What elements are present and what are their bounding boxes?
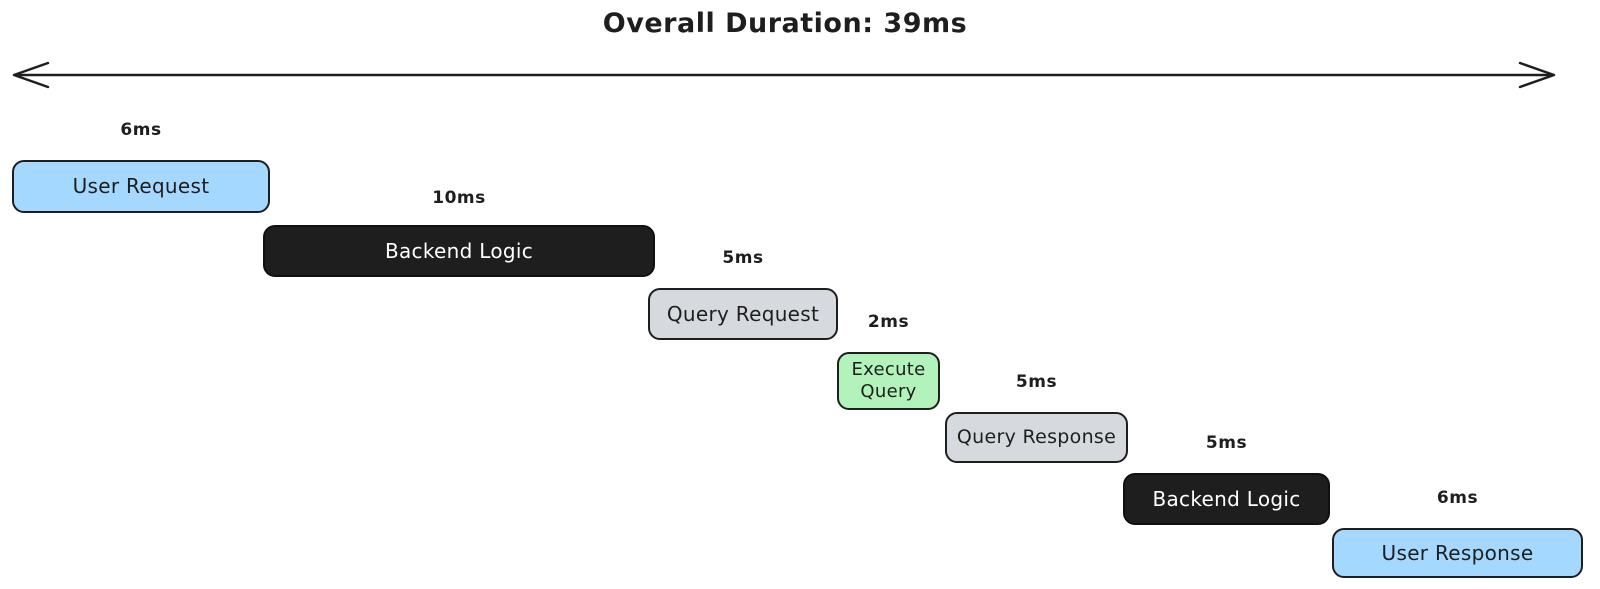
step-label-query-request: Query Request bbox=[666, 301, 820, 326]
duration-label-execute-query: 2ms bbox=[867, 312, 910, 332]
duration-label-user-request: 6ms bbox=[120, 120, 162, 140]
duration-label-backend-logic-2: 5ms bbox=[1205, 433, 1248, 453]
diagram-title: Overall Duration: 39ms bbox=[602, 8, 968, 39]
step-label-backend-logic-1: Backend Logic bbox=[384, 238, 534, 263]
duration-label-user-response: 6ms bbox=[1436, 488, 1479, 508]
duration-label-backend-logic-1: 10ms bbox=[432, 188, 486, 208]
step-label-user-request: User Request bbox=[72, 174, 210, 198]
step-box-query-request: Query Request bbox=[648, 288, 838, 340]
step-label-query-response: Query Response bbox=[956, 425, 1117, 448]
step-box-query-response: Query Response bbox=[945, 412, 1128, 463]
step-box-backend-logic-1: Backend Logic bbox=[263, 225, 655, 277]
step-box-backend-logic-2: Backend Logic bbox=[1123, 473, 1330, 525]
step-box-user-request: User Request bbox=[12, 160, 270, 213]
overall-duration-arrow-icon bbox=[12, 61, 1556, 89]
duration-label-query-request: 5ms bbox=[722, 248, 764, 268]
duration-label-query-response: 5ms bbox=[1015, 372, 1058, 392]
step-label-user-response: User Response bbox=[1381, 540, 1534, 565]
step-box-user-response: User Response bbox=[1332, 528, 1583, 578]
step-label-execute-query: Execute Query bbox=[851, 358, 926, 403]
step-label-backend-logic-2: Backend Logic bbox=[1152, 486, 1301, 511]
step-box-execute-query: Execute Query bbox=[837, 352, 940, 410]
